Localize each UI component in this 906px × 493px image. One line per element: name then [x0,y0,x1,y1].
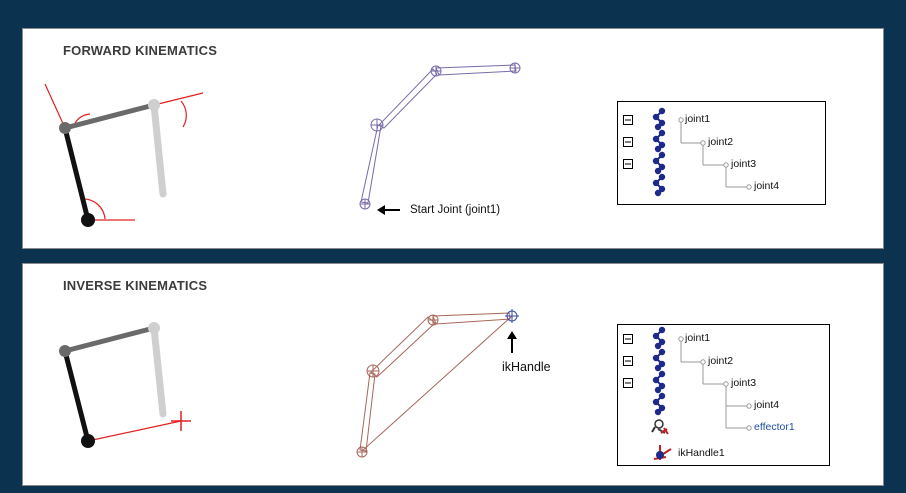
ik-panel: INVERSE KINEMATICS [22,263,884,486]
joint-chain-icon [652,326,666,350]
arrow-left-icon [377,205,400,215]
ik-title: INVERSE KINEMATICS [63,278,208,293]
fk-start-joint-label: Start Joint (joint1) [410,204,501,216]
ik-bone-dark [62,348,91,444]
fk-illustration [44,62,521,227]
minus-box-icon[interactable] [623,334,633,344]
fk-bone-dark [62,125,91,223]
joint-chain-icon [652,107,666,131]
minus-box-icon[interactable] [623,159,633,169]
ik-handle-marker [505,309,519,323]
joint-chain-icon [652,151,666,175]
hierarchy-lines [680,341,747,429]
ik-solver-line [361,315,513,452]
ik-target-cross-icon [171,411,191,431]
joint-chain-icon [652,129,666,153]
fk-joint [81,213,95,227]
fk-angle-arc [74,113,91,124]
outliner-node-joint4[interactable]: joint4 [754,399,780,411]
minus-box-icon[interactable] [623,378,633,388]
fk-joint [59,122,71,134]
minus-box-icon[interactable] [623,115,633,125]
fk-title: FORWARD KINEMATICS [63,43,218,58]
fk-angle-arc [180,100,187,128]
outliner-node-joint1[interactable]: joint1 [685,113,711,125]
outliner-node-joint2[interactable]: joint2 [708,136,734,148]
outliner-node-joint2[interactable]: joint2 [708,355,734,367]
ik-bone-mid [62,325,157,354]
outliner-node-joint3[interactable]: joint3 [731,158,757,170]
fk-joint [148,99,160,111]
fk-outliner: joint1 joint2 joint3 joint4 [617,101,826,205]
ik-bone-light [150,324,167,418]
fk-bone-shape [378,68,438,129]
ik-outliner: joint1 joint2 joint3 joint4 effector1 ik… [617,324,830,466]
fk-arm-diagram [44,83,204,227]
fk-bone-light [150,101,167,198]
ik-handle-icon [653,445,672,460]
joint-chain-icon [652,392,666,416]
joint-chain-icon [652,348,666,372]
outliner-node-ikhandle1[interactable]: ikHandle1 [678,447,725,459]
ik-bone-shape [370,316,436,378]
minus-box-icon[interactable] [623,356,633,366]
ik-arm-diagram [59,322,191,448]
ik-joint-chain [356,312,513,458]
ik-target-line [87,420,182,442]
ik-bone-shape [432,312,511,325]
joint-chain-icon [652,370,666,394]
outliner-node-effector1[interactable]: effector1 [754,421,795,433]
ik-joint [59,345,71,357]
effector-icon [651,419,669,435]
node-dot-icons [678,336,752,431]
outliner-node-joint4[interactable]: joint4 [754,180,780,192]
fk-panel: FORWARD KINEMATICS [22,28,884,249]
node-dot-icons [678,117,752,190]
ik-outliner-graphics [623,326,752,460]
fk-bone-shape [435,64,517,76]
ik-handle-label: ikHandle [502,360,551,374]
fk-outliner-graphics [623,107,752,197]
outliner-node-joint1[interactable]: joint1 [685,332,711,344]
minus-box-icon[interactable] [623,137,633,147]
ik-joint [148,322,160,334]
fk-bone-shape [360,124,382,204]
fk-angle-ray [153,92,204,106]
joint-chain-icon [652,173,666,197]
outliner-node-joint3[interactable]: joint3 [731,377,757,389]
arrow-up-icon [507,331,517,353]
hierarchy-lines [680,122,747,188]
ik-illustration [59,309,519,458]
fk-bone-mid [62,102,157,131]
ik-bone-shape [359,372,376,452]
fk-angle-ray [44,83,66,129]
fk-joint-chain [359,62,521,210]
ik-joint [81,434,95,448]
